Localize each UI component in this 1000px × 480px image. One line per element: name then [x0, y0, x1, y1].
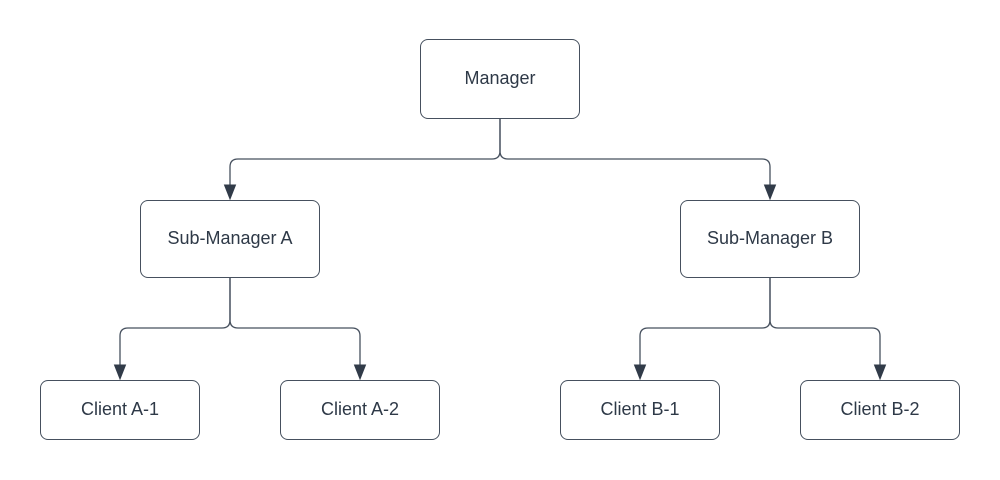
edge-manager-to-sub-a	[229, 119, 501, 185]
node-sub-manager-a: Sub-Manager A	[140, 200, 320, 278]
arrowhead-client-b1	[633, 364, 647, 381]
edge-sub-b-to-client-b1	[639, 278, 771, 365]
arrowhead-client-a2	[353, 364, 367, 381]
edge-sub-a-to-client-a1	[119, 278, 231, 365]
node-client-a1: Client A-1	[40, 380, 200, 440]
arrowhead-client-b2	[873, 364, 887, 381]
node-client-a1-label: Client A-1	[80, 399, 160, 420]
edge-sub-a-to-client-a2	[229, 278, 361, 365]
node-client-b1: Client B-1	[560, 380, 720, 440]
node-sub-manager-a-label: Sub-Manager A	[167, 228, 293, 249]
node-client-a2: Client A-2	[280, 380, 440, 440]
node-client-b2-label: Client B-2	[840, 399, 920, 420]
node-manager-label: Manager	[464, 68, 536, 89]
arrowhead-client-a1	[113, 364, 127, 381]
node-sub-manager-b-label: Sub-Manager B	[706, 228, 834, 249]
node-manager: Manager	[420, 39, 580, 119]
edge-sub-b-to-client-b2	[769, 278, 881, 365]
arrowhead-sub-b	[763, 184, 777, 201]
edge-manager-to-sub-b	[499, 119, 771, 185]
node-sub-manager-b: Sub-Manager B	[680, 200, 860, 278]
arrowhead-sub-a	[223, 184, 237, 201]
node-client-b1-label: Client B-1	[600, 399, 680, 420]
node-client-b2: Client B-2	[800, 380, 960, 440]
node-client-a2-label: Client A-2	[320, 399, 400, 420]
